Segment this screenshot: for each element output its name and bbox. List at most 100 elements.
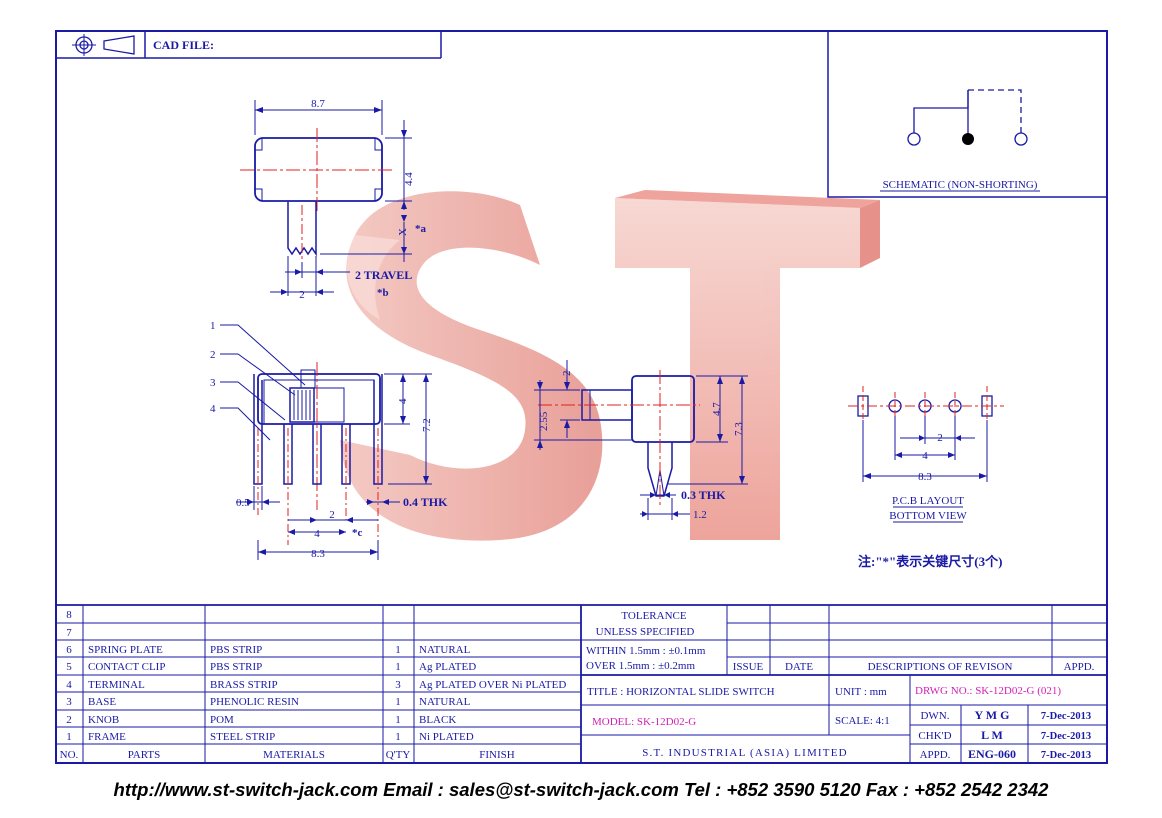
bom-cell-qty: 1	[395, 731, 401, 743]
dwn-date: 7-Dec-2013	[1041, 711, 1091, 722]
bom-cell-no: 7	[66, 627, 72, 639]
watermark-letter-t	[615, 198, 860, 540]
scale-label: SCALE: 4:1	[835, 715, 890, 727]
appd-name: ENG-060	[968, 747, 1016, 761]
rev-date-header: DATE	[785, 661, 813, 673]
bom-cell-part: TERMINAL	[88, 679, 145, 691]
rev-appd-header: APPD.	[1064, 661, 1095, 673]
st-watermark	[340, 190, 880, 541]
top-height-dim: 4.4	[403, 172, 415, 186]
bom-cell-material: STEEL STRIP	[210, 731, 275, 743]
cad-file-label: CAD FILE:	[153, 38, 214, 52]
bom-cell-no: 3	[66, 696, 72, 708]
svg-text:X: X	[397, 228, 409, 236]
callout-3: 3	[210, 377, 216, 389]
rev-issue-header: ISSUE	[733, 661, 764, 673]
bom-cell-part: CONTACT CLIP	[88, 661, 165, 673]
cad-file-header: CAD FILE:	[56, 31, 442, 59]
bom-header-materials: MATERIALS	[263, 749, 325, 761]
bom-cell-part: BASE	[88, 696, 116, 708]
side-view: 2 2.55 4.7 7.3 0.3 THK 1.2	[534, 360, 748, 521]
side-dim-4-7: 4.7	[711, 402, 723, 416]
bom-cell-qty: 1	[395, 661, 401, 673]
bom-cell-material: POM	[210, 714, 234, 726]
bom-cell-material: PHENOLIC RESIN	[210, 696, 299, 708]
bom-cell-qty: 3	[395, 679, 401, 691]
bom-cell-part: KNOB	[88, 714, 119, 726]
dwn-label: DWN.	[920, 710, 949, 722]
bom-header-finish: FINISH	[479, 749, 515, 761]
pcb-layout: 2 4 8.3 P.C.B LAYOUT BOTTOM VIEW	[848, 386, 1004, 523]
bom-header-parts: PARTS	[128, 749, 161, 761]
drawing-title: TITLE : HORIZONTAL SLIDE SWITCH	[587, 686, 775, 698]
projection-icon	[103, 35, 135, 55]
front-dim-0-4: 0.4 THK	[403, 495, 448, 509]
side-dim-0-3: 0.3 THK	[681, 488, 726, 502]
callout-2: 2	[210, 349, 216, 361]
bom-cell-finish: NATURAL	[419, 696, 471, 708]
bom-cell-no: 4	[66, 679, 72, 691]
tolerance-unless: UNLESS SPECIFIED	[596, 626, 695, 638]
terminal-open-icon	[1014, 132, 1028, 146]
front-dim-4: 4	[397, 398, 409, 404]
bom-cell-part: FRAME	[88, 731, 126, 743]
c-note: *c	[352, 527, 363, 539]
rev-desc-header: DESCRIPTIONS OF REVISON	[868, 661, 1013, 673]
pcb-dim-4: 4	[922, 450, 928, 462]
front-dim-2: 2	[329, 509, 335, 521]
schematic-panel: SCHEMATIC (NON-SHORTING)	[827, 30, 1108, 198]
appd-date: 7-Dec-2013	[1041, 750, 1091, 761]
travel-dim: 2 TRAVEL	[355, 268, 412, 282]
bom-header-no: NO.	[60, 749, 79, 761]
front-dim-8-3: 8.3	[311, 548, 325, 560]
schematic-label: SCHEMATIC (NON-SHORTING)	[883, 179, 1038, 191]
side-dim-2: 2	[561, 371, 573, 377]
callout-1: 1	[210, 320, 216, 332]
tolerance-title: TOLERANCE	[621, 610, 686, 622]
bom-cell-finish: BLACK	[419, 714, 456, 726]
bom-cell-qty: 1	[395, 696, 401, 708]
front-dim-7-2: 7.2	[421, 418, 433, 432]
a-note: *a	[415, 223, 427, 235]
chkd-name: L M	[981, 728, 1003, 742]
pcb-dim-2: 2	[937, 432, 943, 444]
bom-cell-no: 2	[66, 714, 72, 726]
bom-cell-material: PBS STRIP	[210, 661, 262, 673]
bom-cell-material: PBS STRIP	[210, 644, 262, 656]
bom-cell-material: BRASS STRIP	[210, 679, 278, 691]
bom-cell-finish: Ag PLATED	[419, 661, 476, 673]
bom-cell-qty: 1	[395, 714, 401, 726]
front-dim-4b: 4	[314, 528, 320, 540]
bom-cell-no: 5	[66, 661, 72, 673]
b-note: *b	[377, 287, 389, 299]
watermark-letter-s	[340, 191, 603, 541]
tolerance-within: WITHIN 1.5mm : ±0.1mm	[586, 645, 706, 657]
contact-footer: http://www.st-switch-jack.com Email : sa…	[113, 779, 1049, 800]
chkd-label: CHK'D	[918, 730, 951, 742]
chkd-date: 7-Dec-2013	[1041, 731, 1091, 742]
key-dimension-note: 注:"*"表示关键尺寸(3个)	[858, 554, 1002, 569]
model-number: MODEL: SK-12D02-G	[592, 716, 696, 728]
bom-header-qty: Q'TY	[386, 749, 411, 761]
terminal-common-icon	[962, 133, 974, 145]
tolerance-over: OVER 1.5mm : ±0.2mm	[586, 660, 695, 672]
side-dim-2-55: 2.55	[538, 411, 550, 431]
bom-cell-no: 8	[66, 609, 72, 621]
callout-4: 4	[210, 403, 216, 415]
bom-cell-no: 1	[66, 731, 72, 743]
dwn-name: Y M G	[975, 708, 1010, 722]
top-pitch-dim: 2	[299, 289, 305, 301]
pcb-dim-8-3: 8.3	[918, 471, 932, 483]
unit-label: UNIT : mm	[835, 686, 887, 698]
bom-cell-finish: Ni PLATED	[419, 731, 474, 743]
bom-cell-finish: Ag PLATED OVER Ni PLATED	[419, 679, 566, 691]
title-block: TOLERANCE UNLESS SPECIFIED WITHIN 1.5mm …	[581, 605, 1107, 763]
bom-cell-part: SPRING PLATE	[88, 644, 163, 656]
front-dim-0-5: 0.5	[236, 497, 250, 509]
side-dim-1-2: 1.2	[693, 509, 707, 521]
company-name: S.T. INDUSTRIAL (ASIA) LIMITED	[642, 747, 848, 759]
bom-cell-qty: 1	[395, 644, 401, 656]
top-view: 8.7 4.4 X *a 2 2 TRAVEL *b	[240, 98, 427, 301]
